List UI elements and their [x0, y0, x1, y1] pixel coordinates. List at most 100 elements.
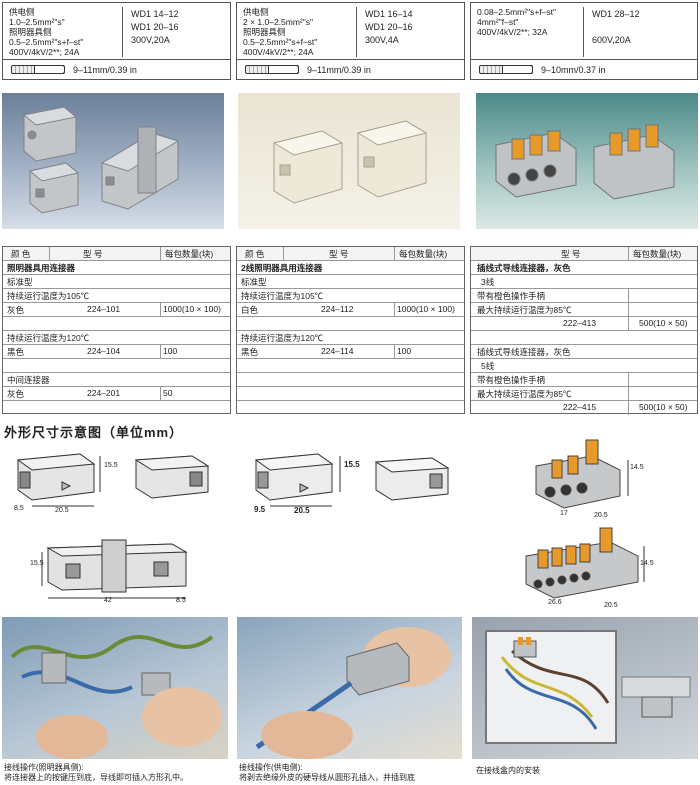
dimension-diagram-3: [535, 439, 629, 509]
spec-line: 400V/4kV/2**; 32A: [477, 27, 548, 37]
table-row: 最大持续运行温度为85℃: [471, 387, 697, 401]
dimension-diagram-4: [41, 539, 188, 599]
height-dim: 15.5: [104, 462, 118, 469]
table-header: 颜 色 型 号 每包数量(块): [237, 247, 464, 261]
table-row: 持续运行温度为105℃: [3, 289, 230, 303]
table-row: 照明器具用连接器: [3, 261, 230, 275]
spec-line: 1.0–2.5mm²"s": [9, 17, 65, 27]
spec-box-3: 0.08–2.5mm²"s+f–st" 4mm²"f–st" 400V/4kV/…: [470, 2, 698, 80]
dimension-diagram-1: [16, 453, 101, 507]
table-row: [3, 359, 230, 373]
spec-right: WD1 28–12 600V,20A: [583, 7, 640, 57]
table-row: 222–415 500(10 × 50): [471, 401, 697, 415]
row-label: 标准型: [7, 277, 33, 287]
cell-model: 224–101: [87, 304, 121, 314]
dimension-diagram-1b: [134, 455, 210, 499]
cell-model: 222–415: [563, 402, 597, 412]
table-row: [237, 359, 464, 373]
cell-model: 224–104: [87, 346, 121, 356]
table-row: [237, 387, 464, 401]
header-qty: 每包数量(块): [399, 249, 448, 259]
depth-dim: 26.6: [548, 599, 562, 606]
table-row: 灰色 224–201 50: [3, 387, 230, 401]
caption-text: 将剥去绝缘外皮的硬导线从圆形孔插入，并插到底: [239, 773, 415, 782]
rating: 300V,20A: [131, 35, 170, 45]
table-row: 标准型: [3, 275, 230, 289]
row-label: 标准型: [241, 277, 267, 287]
caption-text: 将连接器上的按键压到底，导线即可插入方形孔中。: [4, 773, 188, 782]
spec-line: 400V/4kV/2**; 24A: [243, 47, 314, 57]
table-2wire-connectors: 颜 色 型 号 每包数量(块) 2线照明器具用连接器 标准型 持续运行温度为10…: [236, 246, 465, 414]
header-model: 型 号: [561, 249, 581, 259]
header-color: 颜 色: [11, 249, 31, 259]
height-dim: 15.5: [344, 460, 360, 469]
width-dim: 20.5: [294, 506, 310, 515]
cell-qty: 500(10 × 50): [639, 318, 688, 328]
rating: 600V,20A: [592, 35, 631, 45]
spec-box-1: 供电侧 1.0–2.5mm²"s" 照明器具侧 0.5–2.5mm²"s+f–s…: [2, 2, 231, 80]
wire-icon: [479, 65, 533, 74]
model-number: WD1 14–12: [131, 9, 179, 19]
row-label: 持续运行温度为105℃: [241, 291, 324, 301]
row-label: 3线: [481, 277, 495, 287]
spec-line: 4mm²"f–st": [477, 17, 519, 27]
table-row: 中间连接器: [3, 373, 230, 387]
table-row: [237, 317, 464, 331]
header-model: 型 号: [83, 249, 103, 259]
width-dim: 20.5: [594, 512, 608, 519]
rating: 300V,4A: [365, 35, 399, 45]
table-row: 222–413 500(10 × 50): [471, 317, 697, 331]
cell-model: 224–201: [87, 388, 121, 398]
row-label: 持续运行温度为120℃: [241, 333, 324, 343]
header-model: 型 号: [329, 249, 349, 259]
cell-color: 白色: [241, 305, 259, 315]
spec-right: WD1 14–12 WD1 20–16 300V,20A: [122, 7, 179, 57]
cell-qty: 500(10 × 50): [639, 402, 688, 412]
table-row: 白色 224–112 1000(10 × 100): [237, 303, 464, 317]
spec-line: 2 × 1.0–2.5mm²"s": [243, 17, 314, 27]
width-dim: 20.5: [55, 507, 69, 514]
table-row: 5线: [471, 359, 697, 373]
table-row: 灰色 224–101 1000(10 × 100): [3, 303, 230, 317]
row-label: 照明器具用连接器: [7, 263, 76, 273]
photo-lighting-side-wiring: [2, 617, 228, 759]
strip-length-row: 9–11mm/0.39 in: [3, 59, 230, 80]
dimension-diagram-5: [525, 527, 645, 599]
cell-qty: 100: [397, 346, 412, 356]
junction-box-image: [485, 630, 691, 744]
table-row: 插线式导线连接器，灰色: [471, 261, 697, 275]
spec-line: 0.08–2.5mm²"s+f–st": [477, 7, 557, 17]
spec-right: WD1 16–14 WD1 20–16 300V,4A: [356, 7, 413, 57]
wire-icon: [245, 65, 299, 74]
spec-left: 0.08–2.5mm²"s+f–st" 4mm²"f–st" 400V/4kV/…: [477, 7, 556, 37]
strip-length-row: 9–11mm/0.39 in: [237, 59, 464, 80]
cell-model: 224–114: [321, 346, 354, 356]
cell-color: 灰色: [7, 305, 25, 315]
table-lighting-connectors: 颜 色 型 号 每包数量(块) 照明器具用连接器 标准型 持续运行温度为105℃…: [2, 246, 231, 414]
cell-model: 224–112: [321, 304, 354, 314]
table-row: 持续运行温度为120℃: [3, 331, 230, 345]
table-row: 插线式导线连接器，灰色: [471, 345, 697, 359]
cell-model: 222–413: [563, 318, 597, 328]
cell-qty: 1000(10 × 100): [163, 304, 221, 314]
table-row: [237, 373, 464, 387]
depth-dim: 8.5: [14, 505, 24, 512]
height-dim: 14.5: [640, 560, 654, 567]
table-row: [3, 317, 230, 331]
strip-length: 9–11mm/0.39 in: [73, 65, 137, 75]
cell-qty: 100: [163, 346, 178, 356]
dimension-diagram-2: [254, 453, 341, 507]
cell-color: 灰色: [7, 389, 25, 399]
lever-connector-image: [495, 124, 675, 200]
height-dim: 14.5: [630, 464, 644, 471]
table-lever-connectors: 型 号 每包数量(块) 插线式导线连接器，灰色 3线 带有橙色操作手柄 最大持续…: [470, 246, 698, 415]
spec-line: 0.5–2.5mm²"s+f–st": [9, 37, 84, 47]
caption-title: 在接线盒内的安装: [476, 766, 540, 775]
header-qty: 每包数量(块): [633, 249, 682, 259]
product-photo-gray-connectors: [2, 93, 224, 229]
height-dim: 15.5: [30, 560, 44, 567]
depth-dim: 8.5: [176, 597, 186, 604]
cell-color: 黑色: [7, 347, 25, 357]
white-connector-image: [272, 120, 428, 204]
section-title-dimensions: 外形尺寸示意图（单位mm）: [4, 425, 184, 440]
